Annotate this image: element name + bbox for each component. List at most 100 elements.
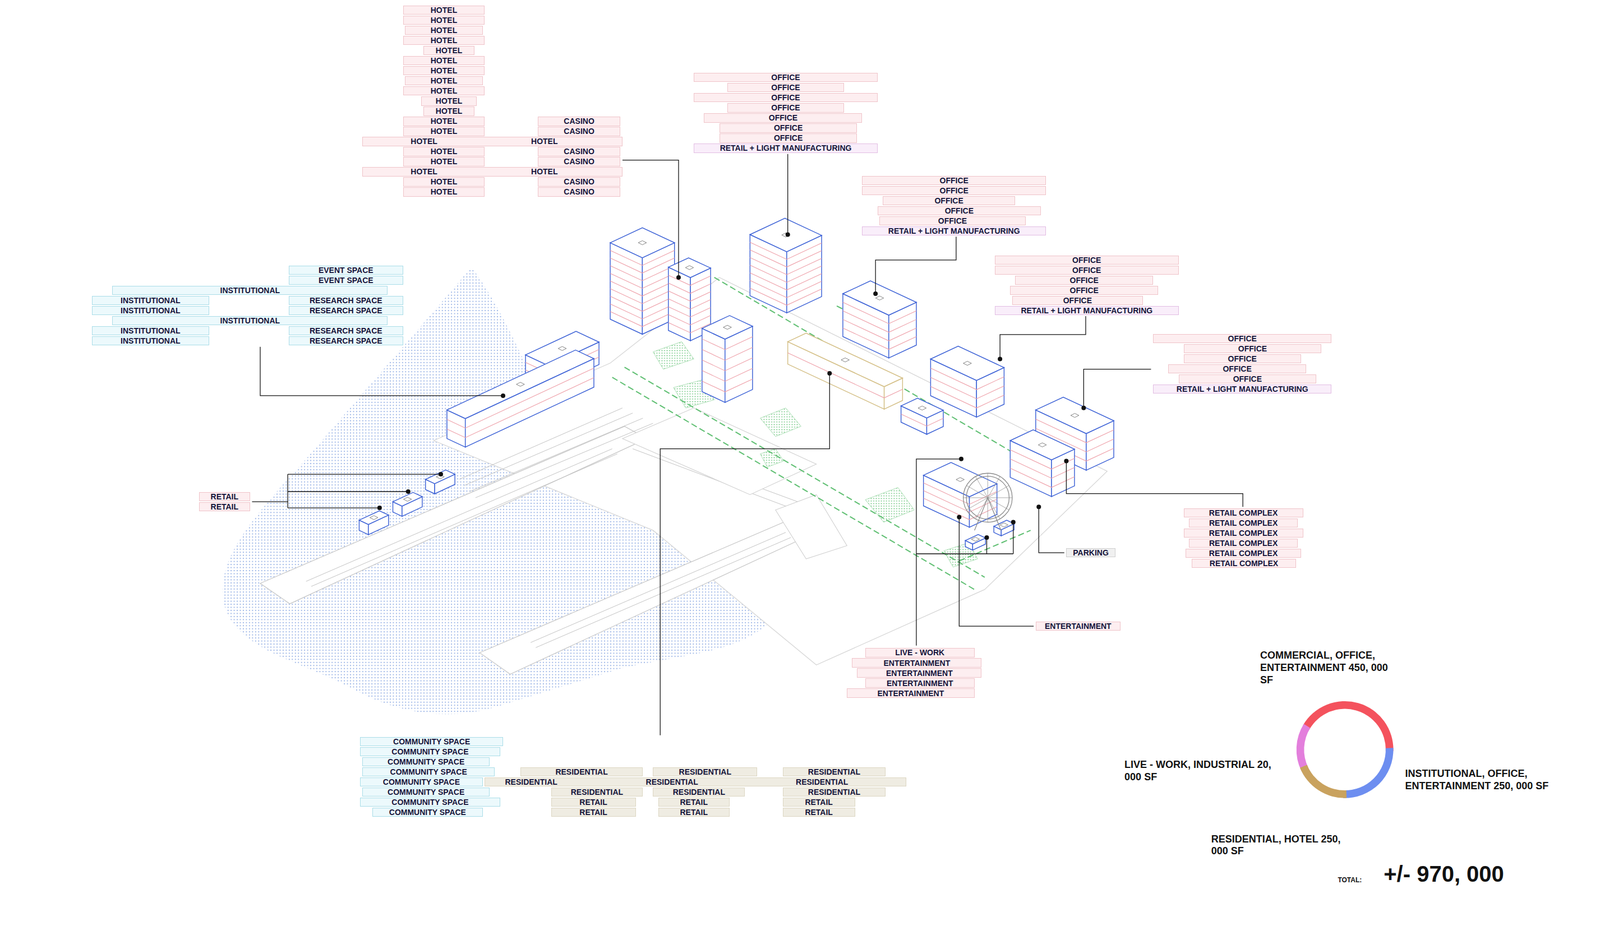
use-label-bar: CASINO [537, 187, 621, 197]
use-label-bar: RETAIL COMPLEX [1183, 508, 1304, 518]
building [787, 333, 903, 410]
roof-hatch [516, 382, 525, 387]
roof-hatch [558, 346, 567, 351]
use-label-bar: HOTEL [403, 15, 486, 25]
use-label: RETAIL + LIGHT MANUFACTURING [720, 144, 852, 152]
building-face [930, 346, 1004, 381]
use-label: INSTITUTIONAL [220, 286, 281, 295]
building [901, 398, 944, 435]
use-label-bar: OFFICE [994, 265, 1179, 275]
building [923, 462, 998, 528]
use-label-bar: RETAIL COMPLEX [1188, 538, 1299, 548]
use-label: OFFICE [934, 196, 963, 205]
ferris-wheel-spoke [987, 498, 989, 523]
use-label-bar: PARKING [1066, 548, 1115, 558]
use-label: CASINO [563, 187, 594, 196]
building [993, 520, 1014, 537]
legend-swatch [1299, 765, 1347, 799]
roof-hatch [841, 357, 850, 362]
use-label-bar: RESEARCH SPACE [288, 326, 404, 336]
building-face [702, 315, 753, 340]
use-label: OFFICE [1228, 354, 1257, 363]
floor-line [842, 328, 917, 350]
use-label: HOTEL [435, 46, 463, 55]
use-label: COMMUNITY SPACE [387, 788, 465, 797]
use-label-bar: CASINO [537, 157, 621, 167]
use-label: RESEARCH SPACE [309, 337, 383, 345]
use-label-bar: OFFICE [1178, 374, 1317, 384]
roof-hatch [638, 240, 647, 245]
use-label: RESIDENTIAL [672, 788, 726, 797]
use-label: HOTEL [430, 26, 458, 35]
roof-hatch [723, 325, 732, 330]
use-label-bar: COMMUNITY SPACE [362, 767, 496, 777]
use-label-bar: OFFICE [693, 93, 878, 103]
use-label-bar: RESIDENTIAL [652, 787, 745, 797]
use-label-bar: ENTERTAINMENT [865, 678, 975, 688]
floor-line [1010, 449, 1075, 469]
roof-hatch [875, 296, 884, 301]
use-label: HOTEL [410, 167, 437, 176]
use-label-bar: OFFICE [693, 72, 878, 82]
use-label: OFFICE [1233, 375, 1262, 384]
floor-line [749, 273, 822, 291]
floor-line [749, 288, 822, 306]
use-label: RETAIL + LIGHT MANUFACTURING [1176, 385, 1309, 394]
floor-line [610, 288, 675, 304]
building-face [965, 535, 986, 545]
use-label-bar: CASINO [537, 146, 621, 156]
use-label-bar: OFFICE [879, 216, 1026, 226]
building-face [610, 227, 675, 258]
use-label-bar: HOTEL [423, 45, 475, 55]
use-label-bar: RESEARCH SPACE [288, 336, 404, 346]
legend-text: LIVE - WORK, INDUSTRIAL 20, 000 SF [1124, 759, 1285, 785]
use-label: COMMUNITY SPACE [390, 768, 468, 777]
use-label-bar: RETAIL [551, 808, 636, 818]
use-label-bar: CASINO [537, 177, 621, 187]
use-label-bar: LIVE - WORK [865, 648, 975, 658]
use-label-bar: OFFICE [877, 206, 1041, 216]
floor-line [749, 257, 822, 275]
building [702, 315, 753, 403]
building [358, 510, 389, 536]
use-label: OFFICE [938, 217, 967, 225]
building [965, 535, 986, 551]
use-label-bar: OFFICE [1010, 286, 1159, 295]
roof-hatch [999, 523, 1009, 528]
floor-line [842, 319, 917, 341]
floor-line [842, 311, 917, 333]
use-label-bar: HOTEL [403, 177, 486, 187]
floor-line [749, 242, 822, 260]
use-label: RESIDENTIAL [679, 768, 732, 777]
use-label: RETAIL [579, 798, 608, 807]
use-label-bar: RETAIL COMPLEX [1188, 518, 1299, 528]
use-label: OFFICE [1070, 276, 1099, 285]
use-label-bar: OFFICE [1168, 364, 1307, 374]
use-label: RETAIL + LIGHT MANUFACTURING [888, 227, 1021, 235]
floor-line [901, 414, 944, 427]
floor-line [610, 257, 675, 274]
building-face [358, 510, 389, 525]
use-label: RESIDENTIAL [808, 768, 861, 777]
pier [479, 516, 823, 675]
building [1010, 430, 1075, 497]
use-label-bar: COMMUNITY SPACE [372, 808, 483, 818]
use-label: LIVE - WORK [895, 648, 945, 657]
use-label: OFFICE [1070, 286, 1099, 295]
floor-line [702, 347, 753, 361]
use-label-bar: RESEARCH SPACE [288, 296, 404, 306]
legend-text: RESIDENTIAL, HOTEL 250, 000 SF [1211, 833, 1349, 859]
building [842, 280, 917, 359]
use-label-bar: OFFICE [861, 176, 1046, 186]
use-label-bar: OFFICE [861, 186, 1046, 196]
use-label: COMMUNITY SPACE [387, 758, 465, 767]
roof-hatch [685, 265, 694, 270]
use-label-bar: RETAIL + LIGHT MANUFACTURING [693, 143, 878, 153]
use-label-bar: HOTEL [404, 25, 483, 35]
use-label: OFFICE [773, 134, 803, 142]
use-label-bar: RETAIL COMPLEX [1191, 559, 1297, 569]
floor-line [610, 250, 675, 266]
legend-swatch [1302, 701, 1394, 752]
use-label-bar: COMMUNITY SPACE [362, 787, 490, 797]
